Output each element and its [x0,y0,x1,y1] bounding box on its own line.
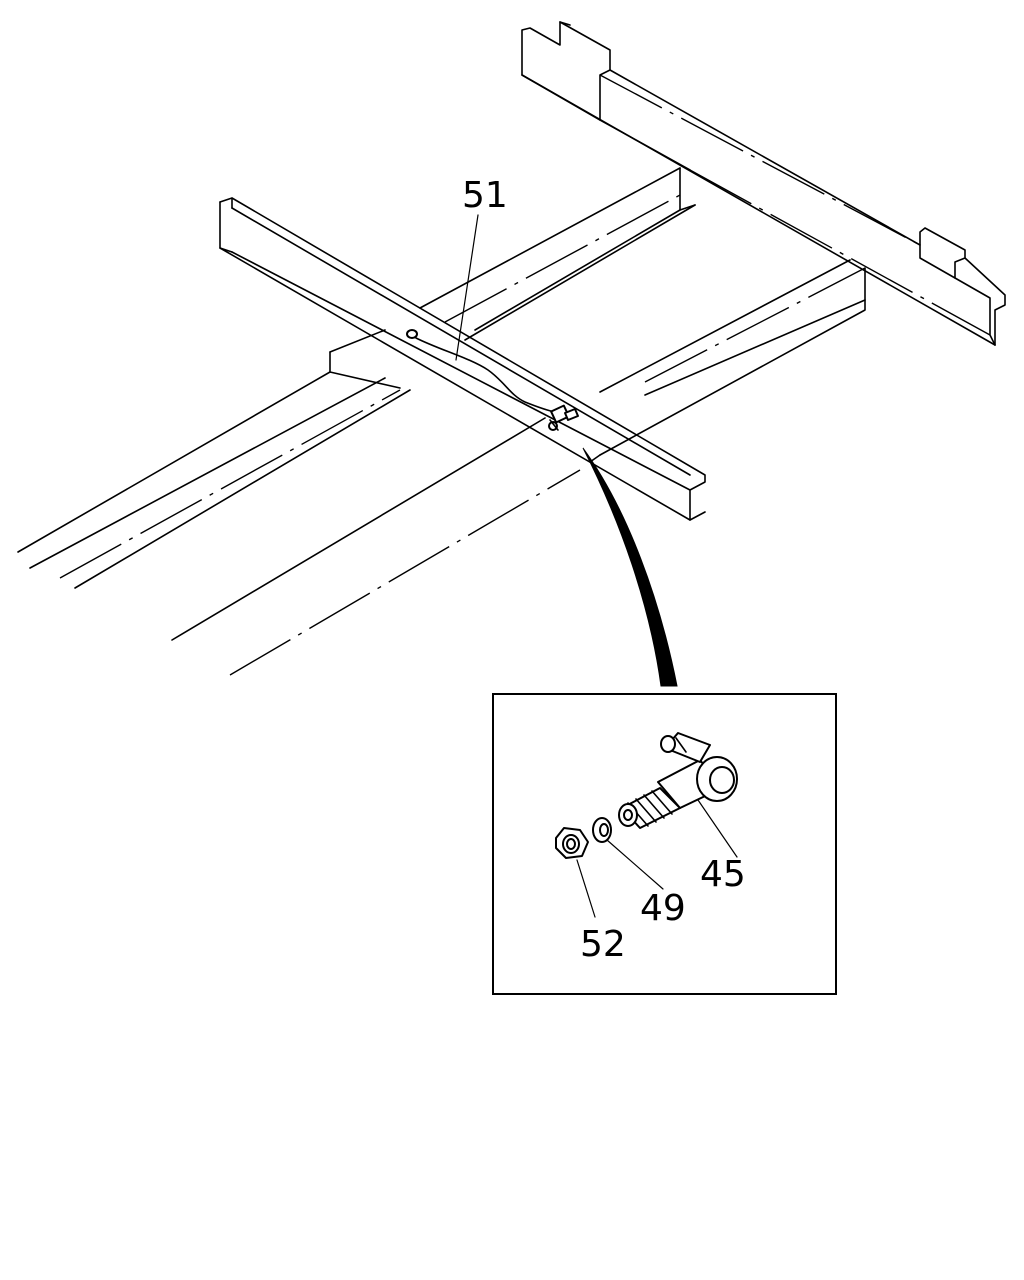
front-cross-member [219,197,706,521]
detail-inset: 45 49 52 [492,693,837,995]
callout-label-45: 45 [700,854,746,895]
frame-side-rails [17,167,866,676]
callout-leader-45 [697,799,738,858]
connector-fitting-45 [618,732,738,829]
hex-nut-52 [555,827,589,859]
washer-49 [592,817,612,843]
wiring-harness [406,329,579,431]
callout-leader-52 [576,859,596,918]
rear-cross-member [521,21,1006,346]
callout-leader-49 [606,839,664,890]
callout-label-49: 49 [640,888,686,929]
callout-label-51: 51 [462,175,508,216]
callout-label-52: 52 [580,924,626,965]
junction-connector [548,404,579,431]
callout-leader-51 [455,214,479,361]
detail-pointer-arrow [582,447,678,687]
